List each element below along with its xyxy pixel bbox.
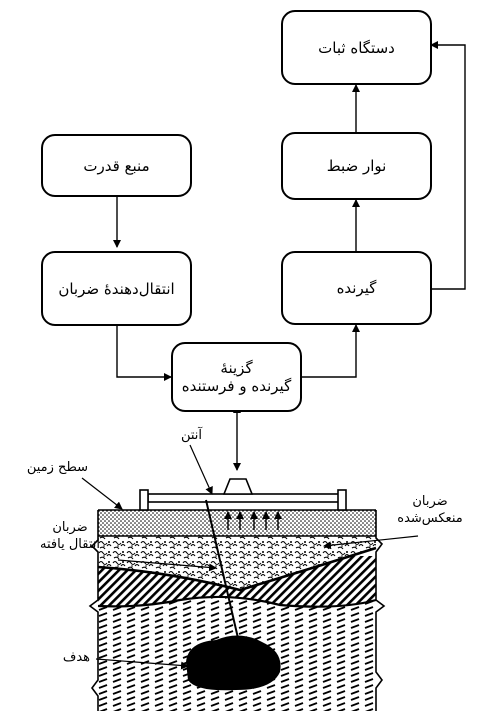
transmitted-pulse-label-line1: ضربان xyxy=(52,520,88,535)
tr-switch-label-line2: گیرنده و فرستنده xyxy=(181,377,292,395)
transmitted-beam xyxy=(205,499,245,665)
left-jagged-edge xyxy=(88,510,99,711)
power-source-label: منبع قدرت xyxy=(83,156,150,175)
target-leader xyxy=(95,658,189,670)
ground-surface-label: سطح زمین xyxy=(26,460,88,475)
ground-surface-leader xyxy=(81,477,123,510)
display-unit-label: دستگاه ثبات xyxy=(318,38,395,57)
transmitted-pulse-label-line2: انتقال یافته xyxy=(40,537,100,552)
pulse-transmitter-label: انتقال‌دهندهٔ ضربان xyxy=(58,279,175,298)
reflected-pulse-leader xyxy=(323,535,419,550)
antenna-sled xyxy=(139,478,347,511)
display-unit-box: دستگاه ثبات xyxy=(281,10,432,85)
transmitter-to-switch-arrow xyxy=(116,326,172,381)
tape-recorder-box: نوار ضبط xyxy=(281,132,432,200)
target-object xyxy=(186,635,281,691)
receiver-to-display-feedback-arrow xyxy=(430,41,466,290)
transmitted-pulse-leader xyxy=(117,559,217,572)
reflected-pulse-label-line1: ضربان xyxy=(412,494,448,509)
label-leaders xyxy=(81,444,419,670)
rubble-layer xyxy=(98,536,376,590)
tr-switch-label-line1: گزینهٔ xyxy=(220,359,253,377)
flow-connectors xyxy=(113,41,466,471)
antenna-label: آنتن xyxy=(180,428,202,443)
tr-switch-box: گزینهٔ گیرنده و فرستنده xyxy=(171,342,302,412)
surface-dotted-layer xyxy=(98,510,376,536)
tape-recorder-label: نوار ضبط xyxy=(326,157,387,175)
power-source-box: منبع قدرت xyxy=(41,134,192,197)
pulse-arrows xyxy=(224,511,282,530)
receiver-box: گیرنده xyxy=(281,251,432,325)
right-jagged-edge xyxy=(375,510,386,711)
antenna-leader xyxy=(189,444,213,495)
receiver-label: گیرنده xyxy=(336,279,377,297)
pulse-transmitter-box: انتقال‌دهندهٔ ضربان xyxy=(41,251,192,326)
switch-to-receiver-arrow xyxy=(302,324,360,378)
reflected-pulse-label-line2: منعکس‌شده xyxy=(397,511,463,526)
target-label: هدف xyxy=(62,650,90,665)
